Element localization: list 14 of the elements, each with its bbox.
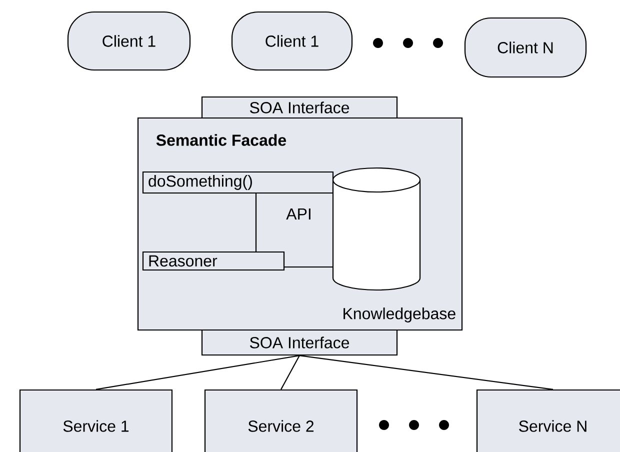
service-box: Service N	[476, 389, 620, 452]
client-box: Client N	[464, 17, 587, 78]
client-box: Client 1	[231, 11, 353, 71]
service-box: Service 2	[204, 389, 358, 452]
service-box: Service 1	[19, 389, 173, 452]
component-box: Reasoner	[142, 251, 285, 271]
interface-box: SOA Interface	[201, 329, 398, 356]
connector-line	[280, 355, 300, 390]
connector-line	[299, 355, 554, 390]
interface-box: SOA Interface	[201, 96, 398, 119]
connector-line	[96, 355, 300, 390]
component-box: doSomething()	[142, 171, 334, 194]
node-label: Knowledgebase	[344, 308, 456, 322]
client-box: Client 1	[67, 11, 191, 71]
